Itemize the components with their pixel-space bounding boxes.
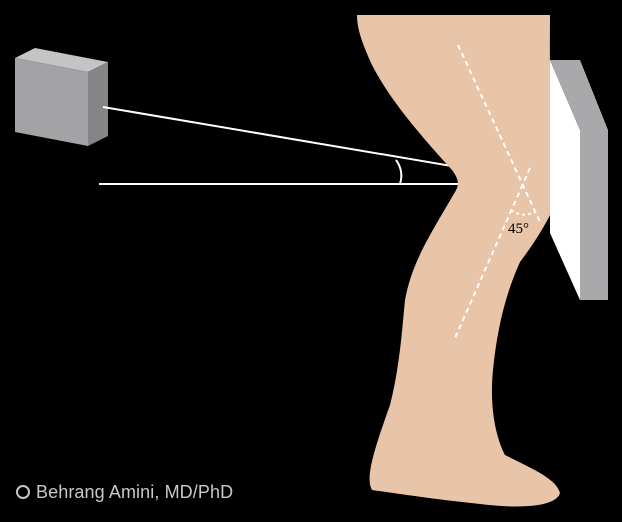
xray-tube-top-face <box>15 48 108 72</box>
xray-tube <box>15 48 108 146</box>
detector-face <box>550 60 580 300</box>
image-detector <box>550 60 608 300</box>
knee-angle-label: 45° <box>508 221 529 237</box>
xray-tube-front-face <box>15 58 88 146</box>
xray-tube-side-face <box>88 62 108 146</box>
leg-silhouette <box>357 15 569 507</box>
knee-angle-arc <box>510 209 536 216</box>
tube-angle-label: 10° <box>368 164 389 180</box>
copyright-icon <box>16 485 30 499</box>
credit-text: Behrang Amini, MD/PhD <box>36 482 234 502</box>
tibia-axis-dashed <box>454 167 531 339</box>
detector-front <box>580 130 608 300</box>
tube-angle-arc <box>395 159 403 185</box>
femur-axis-dashed <box>457 44 541 223</box>
detector-side <box>550 60 608 130</box>
credit-watermark: Behrang Amini, MD/PhD <box>16 482 233 503</box>
